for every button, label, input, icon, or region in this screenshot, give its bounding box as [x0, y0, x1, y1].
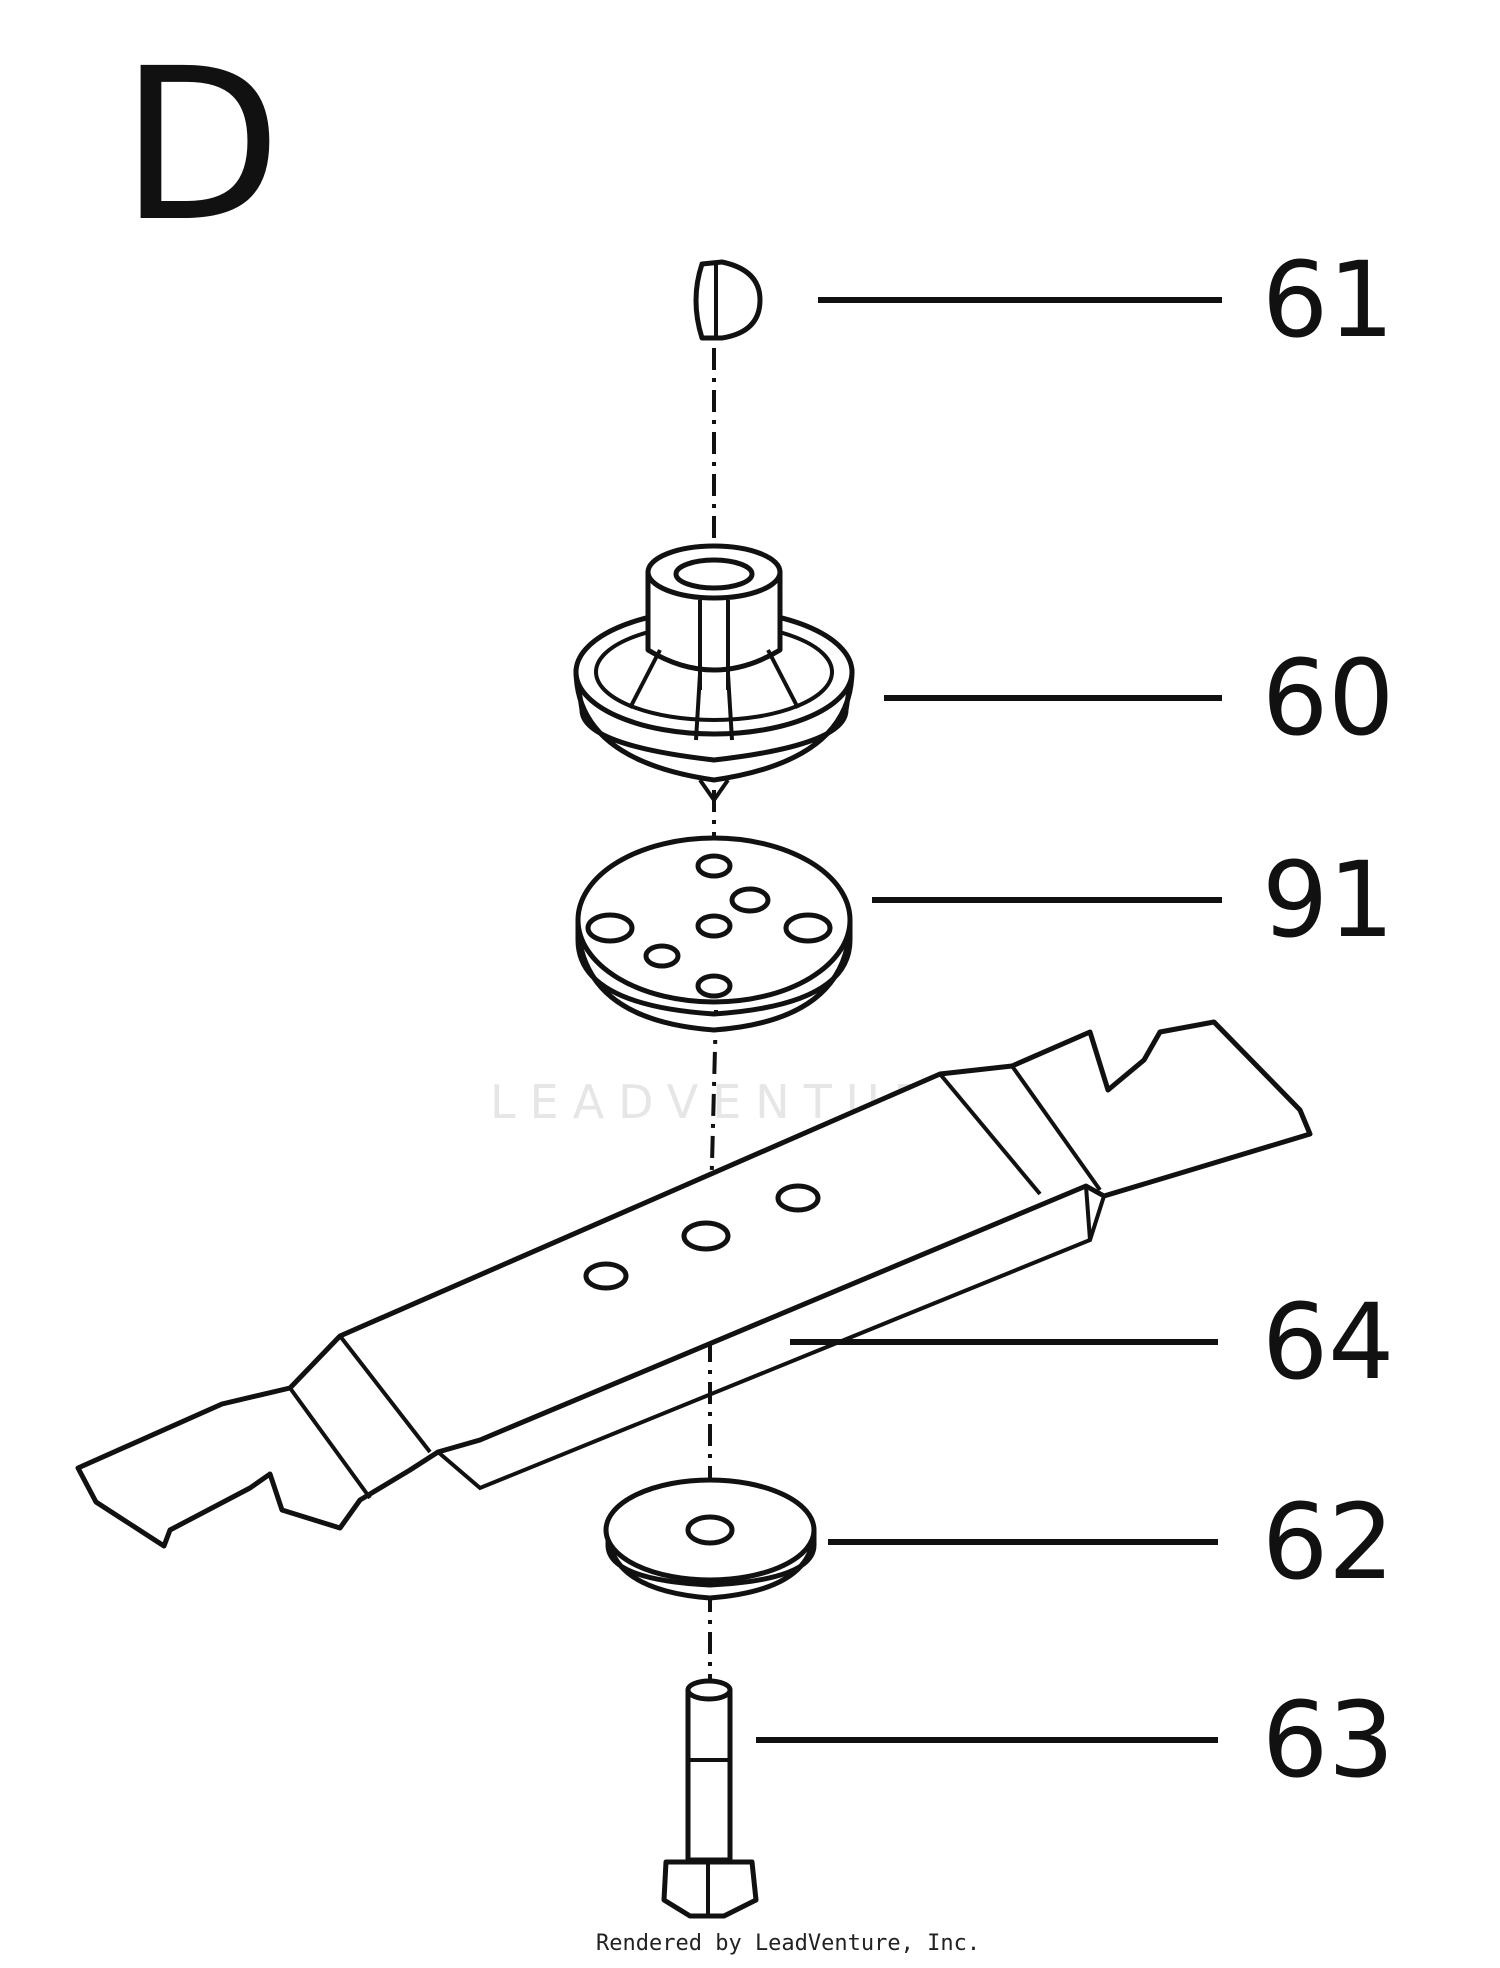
callout-label-61: 61 [1262, 239, 1394, 361]
callout-label-63: 63 [1262, 1679, 1394, 1801]
callout-label-62: 62 [1262, 1481, 1394, 1603]
footer-credit: Rendered by LeadVenture, Inc. [596, 1931, 980, 1956]
part-63-bolt [661, 1678, 759, 1919]
part-64-blade [75, 1019, 1313, 1549]
callout-label-60: 60 [1262, 637, 1394, 759]
leader-lines [756, 297, 1222, 1743]
section-letter: D [120, 23, 282, 268]
part-60-hub [573, 543, 855, 804]
callout-label-64: 64 [1262, 1281, 1394, 1403]
part-61-key [693, 259, 763, 341]
part-62-washer [603, 1477, 817, 1601]
callout-label-91: 91 [1262, 839, 1394, 961]
part-91-plate [575, 835, 853, 1033]
